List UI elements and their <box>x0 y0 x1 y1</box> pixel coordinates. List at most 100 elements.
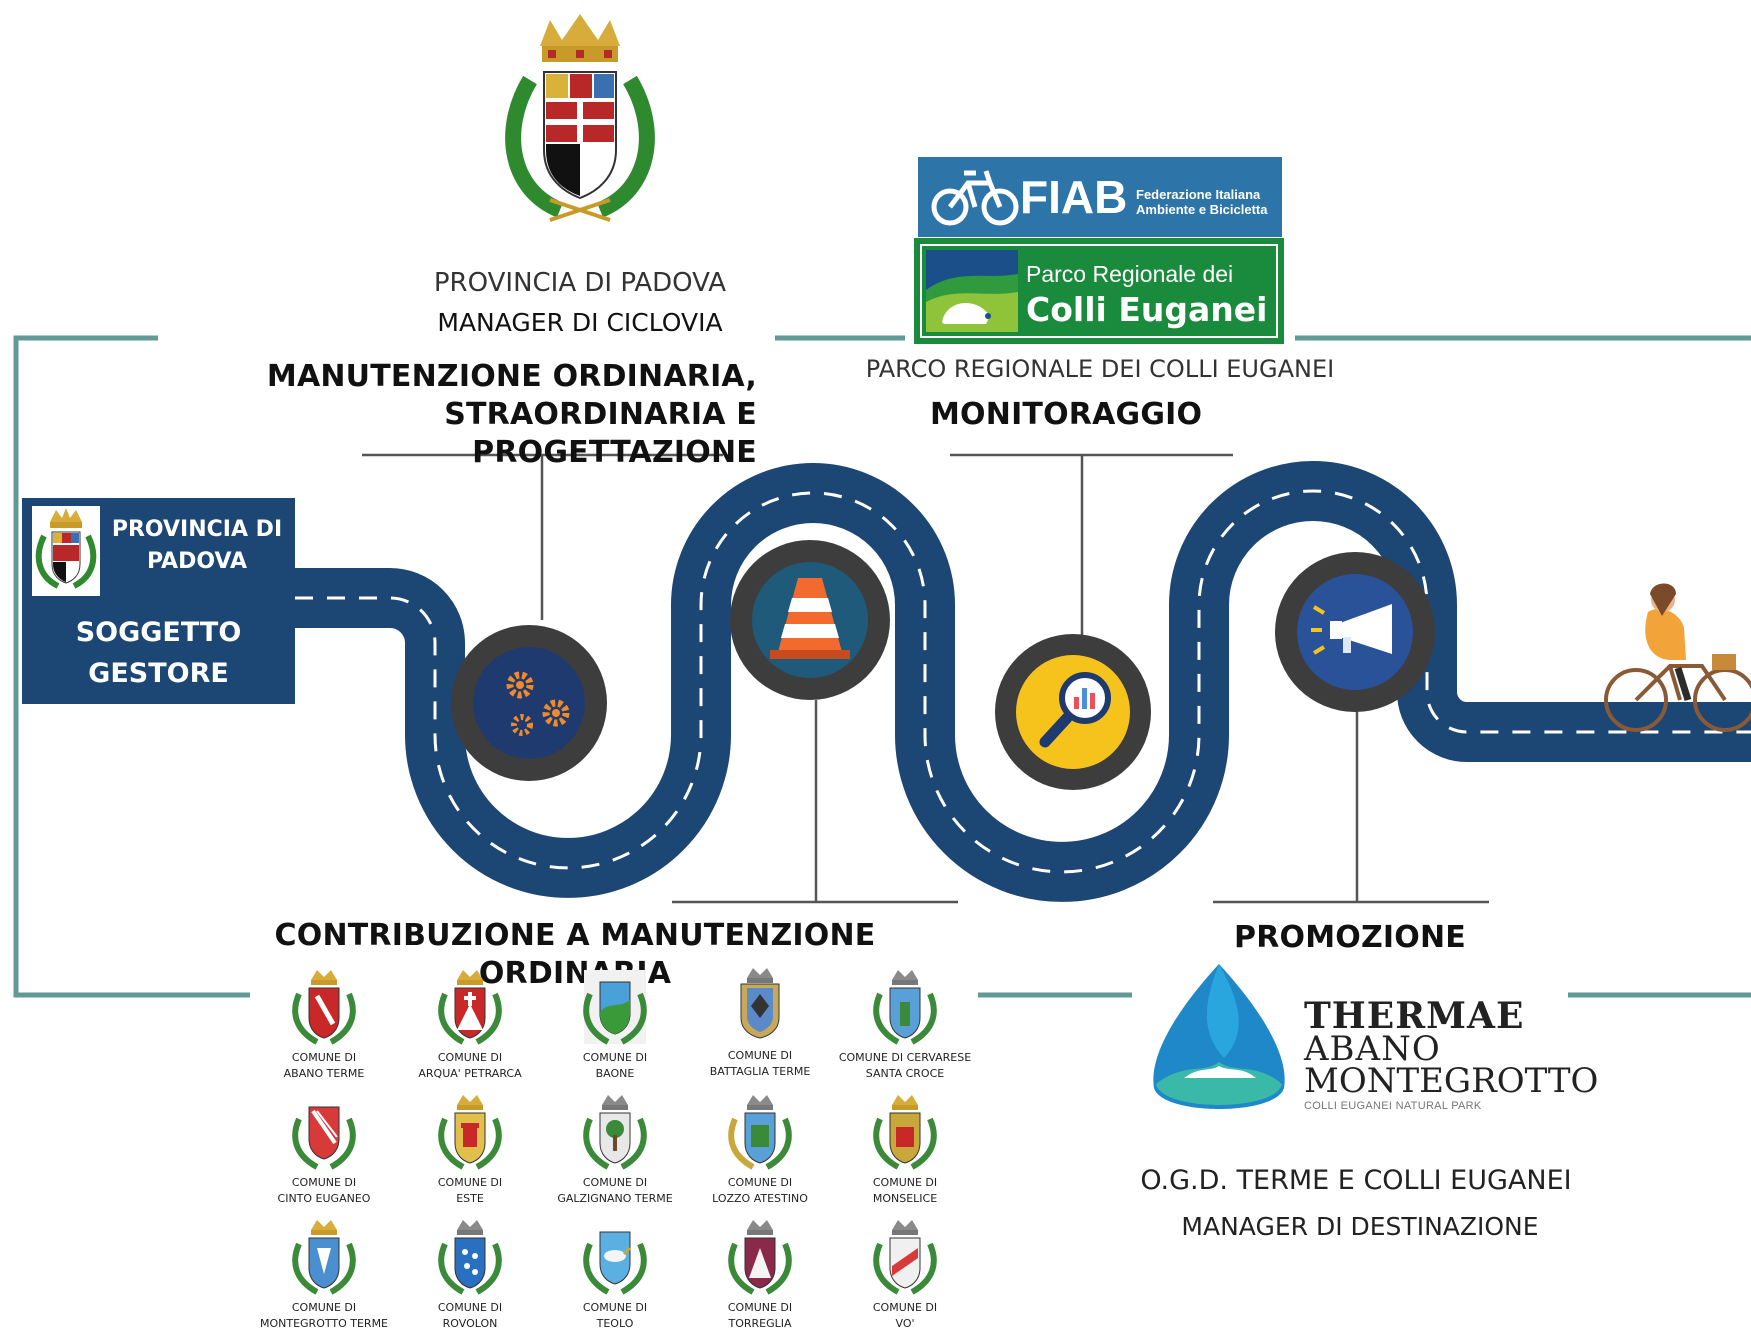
municipality-line2: ESTE <box>456 1192 484 1205</box>
municipality-line1: COMUNE DI <box>582 1176 648 1189</box>
municipality-line1: COMUNE DI <box>727 1301 793 1314</box>
gears-icon <box>506 671 570 736</box>
municipality-line1: COMUNE DI <box>727 1176 793 1189</box>
municipality-item: COMUNE DI VO' <box>830 1218 980 1343</box>
municipality-item: COMUNE DI CERVARESE SANTA CROCE <box>830 968 980 1093</box>
municipality-item: COMUNE DI GALZIGNANO TERME <box>540 1093 690 1218</box>
thermae-abano-montegrotto-logo: THERMAE ABANO MONTEGROTTO COLLI EUGANEI … <box>1144 962 1598 1122</box>
municipal-crest-icon <box>583 1231 647 1295</box>
step-circle-megaphone <box>1275 552 1435 712</box>
thermae-line3: MONTEGROTTO <box>1304 1061 1599 1101</box>
thermae-drop-icon <box>1153 964 1285 1109</box>
municipality-line2: VO' <box>895 1317 915 1330</box>
heading-manutenzione: MANUTENZIONE ORDINARIA, STRAORDINARIA E … <box>160 358 757 472</box>
municipality-line1: COMUNE DI <box>727 1049 793 1062</box>
municipality-line2: CINTO EUGANEO <box>277 1192 371 1205</box>
municipality-line2: MONSELICE <box>872 1192 938 1205</box>
municipal-crest-icon <box>292 1106 356 1170</box>
municipality-item: COMUNE DI TORREGLIA <box>685 1218 835 1343</box>
municipality-line1: COMUNE DI <box>582 1301 648 1314</box>
municipality-line2: TORREGLIA <box>728 1317 792 1330</box>
connector-lines <box>362 453 1489 904</box>
heading-promozione: PROMOZIONE <box>1234 920 1466 955</box>
municipal-crest-icon <box>873 1220 937 1295</box>
municipality-line1: COMUNE DI <box>582 1051 648 1064</box>
municipality-line2: SANTA CROCE <box>865 1067 945 1080</box>
megaphone-icon <box>1311 604 1392 655</box>
ogd-name: O.G.D. TERME E COLLI EUGANEI <box>1140 1165 1572 1196</box>
municipality-line2: GALZIGNANO TERME <box>557 1192 673 1205</box>
thermae-line2: ABANO <box>1304 1029 1441 1069</box>
heading-manutenzione-line1: MANUTENZIONE ORDINARIA, <box>266 359 757 394</box>
parco-logo-frame: Parco Regionale dei Colli Euganei <box>920 244 1278 338</box>
municipality-item: COMUNE DI ABANO TERME <box>249 968 399 1093</box>
step-circle-cone <box>730 540 890 700</box>
municipality-line1: COMUNE DI <box>291 1051 357 1064</box>
municipal-crest-icon <box>292 1220 356 1295</box>
bicycle-icon <box>931 170 1019 226</box>
municipality-line2: BAONE <box>595 1067 635 1080</box>
fiab-word: FIAB <box>1020 171 1128 223</box>
municipal-crest-icon <box>873 970 937 1045</box>
gestore-role-line1: SOGGETTO <box>75 617 242 648</box>
municipality-line1: COMUNE DI CERVARESE <box>838 1051 972 1064</box>
municipality-name: COMUNE DI BAONE <box>540 1050 690 1082</box>
fiab-logo: FIAB Federazione Italiana Ambiente e Bic… <box>918 157 1282 237</box>
magnifier-chart-icon <box>1039 672 1111 748</box>
thermae-line1: THERMAE <box>1304 995 1525 1037</box>
municipal-crest-icon <box>728 1095 792 1170</box>
gestore-name-line1: PROVINCIA DI <box>111 517 283 542</box>
municipality-line1: COMUNE DI <box>437 1301 503 1314</box>
municipality-item: COMUNE DI BAONE <box>540 968 690 1093</box>
municipality-line1: COMUNE DI <box>872 1301 938 1314</box>
parco-logo-line1: Parco Regionale dei <box>1026 261 1234 287</box>
heading-manutenzione-line2: STRAORDINARIA E PROGETTAZIONE <box>444 397 757 470</box>
provincia-padova-crest-small <box>32 506 100 596</box>
road-center-dashes <box>295 489 1751 874</box>
gestore-role: SOGGETTO GESTORE <box>22 612 295 694</box>
municipality-item: COMUNE DI TEOLO <box>540 1218 690 1343</box>
municipality-line2: TEOLO <box>596 1317 634 1330</box>
soggetto-gestore-box: PROVINCIA DI PADOVA SOGGETTO GESTORE <box>22 498 295 704</box>
heading-monitoraggio: MONITORAGGIO <box>930 397 1203 432</box>
ogd-role: MANAGER DI DESTINAZIONE <box>1181 1212 1539 1241</box>
municipal-crest-icon <box>292 970 356 1045</box>
thermae-line4: COLLI EUGANEI NATURAL PARK <box>1304 1100 1482 1112</box>
provincia-top-role: MANAGER DI CICLOVIA <box>437 308 723 337</box>
provincia-padova-crest <box>505 14 655 222</box>
municipality-line1: COMUNE DI <box>437 1051 503 1064</box>
municipal-crest-icon <box>583 970 647 1045</box>
municipal-crest-icon <box>438 1095 502 1170</box>
municipality-item: COMUNE DI ESTE <box>395 1093 545 1218</box>
municipality-line2: MONTEGROTTO TERME <box>259 1317 389 1330</box>
municipality-name: COMUNE DI ABANO TERME <box>249 1050 399 1082</box>
municipal-crest-icon <box>438 1220 502 1295</box>
fiab-sub-line2: Ambiente e Bicicletta <box>1136 202 1268 217</box>
municipality-name: COMUNE DI TEOLO <box>540 1300 690 1332</box>
municipality-name: COMUNE DI ESTE <box>395 1175 545 1207</box>
traffic-cone-icon <box>770 578 850 659</box>
gestore-role-line2: GESTORE <box>88 658 229 689</box>
municipality-line2: ABANO TERME <box>283 1067 365 1080</box>
municipality-line1: COMUNE DI <box>437 1176 503 1189</box>
municipality-name: COMUNE DI CERVARESE SANTA CROCE <box>830 1050 980 1082</box>
municipal-crest-icon <box>438 970 502 1045</box>
hedgehog-hills-icon <box>926 250 1018 332</box>
fiab-sub-line1: Federazione Italiana <box>1136 187 1261 202</box>
parco-logo-line2: Colli Euganei <box>1026 290 1268 329</box>
parco-caption: PARCO REGIONALE DEI COLLI EUGANEI <box>865 355 1335 383</box>
